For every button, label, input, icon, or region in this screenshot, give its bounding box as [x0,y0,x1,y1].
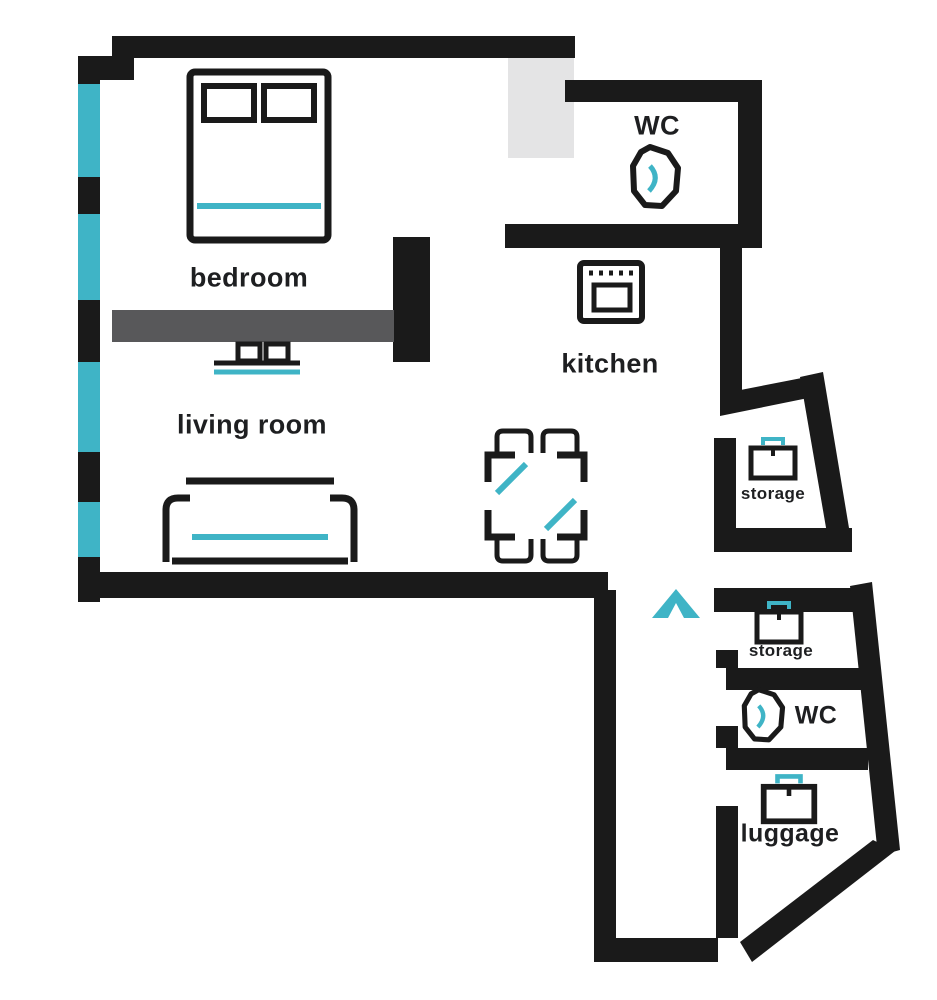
dining-table-with-chairs-icon [484,428,588,564]
wall-storage-upper-bottom [714,528,852,552]
wall-corridor-right-2 [716,726,738,748]
room-label-wc-lower: WC [794,701,838,730]
storage-box-icon [748,437,798,481]
wall-luggage-bottom-diagonal [740,840,895,962]
window-icon [78,214,100,300]
wall-left [78,56,100,602]
wall-storage-wc-divider [726,668,862,690]
window-icon [78,362,100,452]
wall-corridor-right-3 [716,806,738,938]
wall-bedroom-stub [393,237,430,362]
toilet-icon [630,144,681,209]
storage-box-icon [754,601,804,645]
wall-wc-bottom [505,224,762,248]
room-label-living-room: living room [177,409,327,440]
wall-storage-upper-top [720,376,818,416]
room-label-storage-upper: storage [740,484,806,503]
room-label-wc-top: WC [634,110,680,141]
room-label-bedroom: bedroom [189,262,309,293]
room-label-kitchen: kitchen [561,348,659,379]
walls [78,36,900,962]
utility-shaft [508,58,574,158]
wall-bottom-living [78,572,608,598]
partition-wall [112,310,394,342]
wall-wc-luggage-divider [726,748,868,770]
wall-top [112,36,575,58]
window-icon [78,502,100,557]
sofa-icon [162,477,358,565]
entrance-arrow-icon [652,589,700,618]
luggage-box-icon [760,774,818,825]
toilet-icon [741,687,786,743]
wall-wc-top [565,80,762,102]
wall-corridor-left [594,590,616,962]
double-bed-icon [186,68,332,244]
wall-corridor-right-1 [716,650,738,668]
wall-outer-slant-upper [800,372,851,545]
room-label-storage-lower: storage [748,641,814,660]
window-icon [78,84,100,177]
wall-outer-slant-lower [850,582,900,856]
wall-storage-upper-left [714,438,736,552]
room-label-luggage: luggage [740,819,840,848]
window-strip-icons [78,84,100,557]
wall-kitchen-right [720,248,742,394]
stove-icon [577,260,645,324]
wall-wc-right [738,80,762,248]
tv-stand-icon [214,341,300,375]
wall-corridor-bottom [594,938,718,962]
